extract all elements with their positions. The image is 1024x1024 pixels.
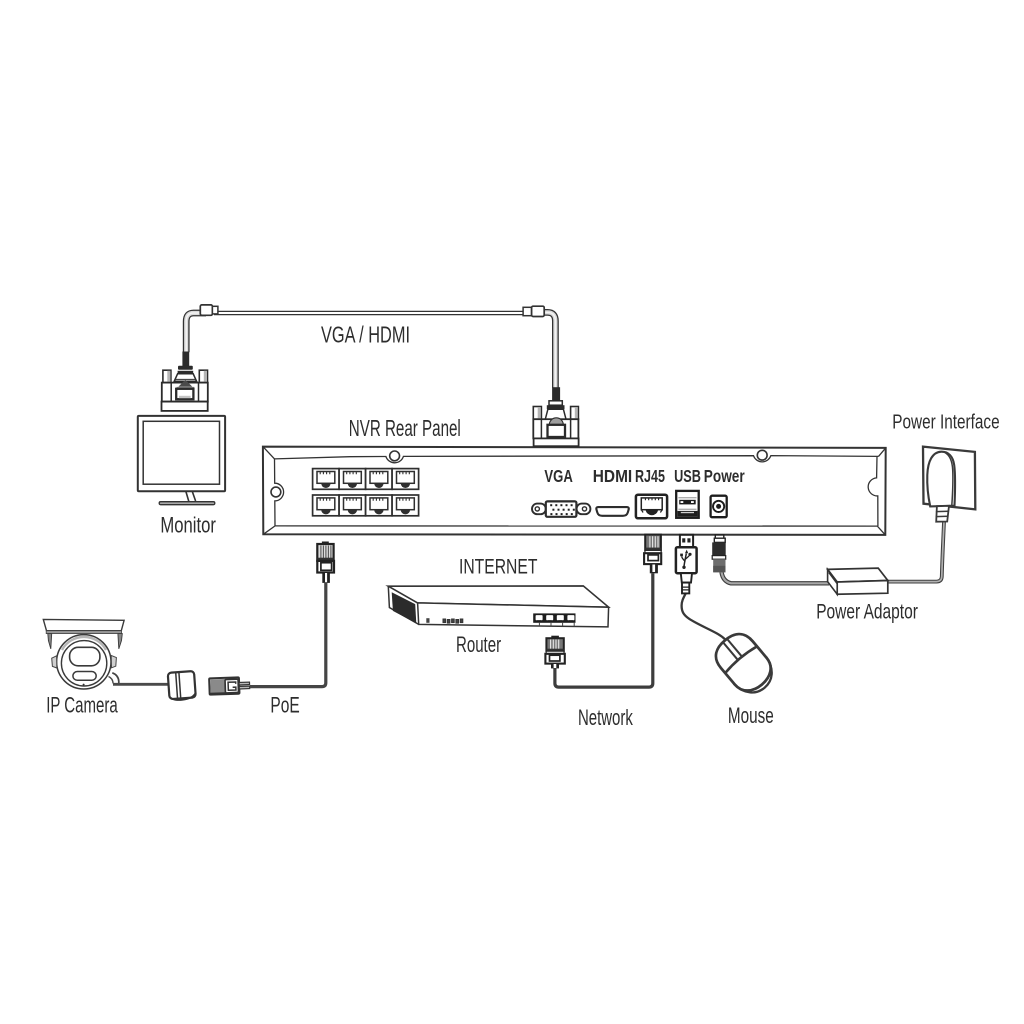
- svg-text:Monitor: Monitor: [160, 513, 216, 538]
- svg-text:VGA / HDMI: VGA / HDMI: [321, 322, 410, 348]
- svg-text:IP Camera: IP Camera: [46, 692, 118, 717]
- svg-text:NVR Rear Panel: NVR Rear Panel: [349, 415, 461, 441]
- svg-text:Mouse: Mouse: [728, 703, 774, 728]
- svg-text:Power: Power: [704, 466, 745, 486]
- svg-text:PoE: PoE: [270, 692, 299, 717]
- svg-text:Network: Network: [578, 705, 633, 730]
- svg-text:Power Interface: Power Interface: [892, 410, 999, 433]
- svg-text:RJ45: RJ45: [635, 466, 665, 486]
- svg-text:Power Adaptor: Power Adaptor: [816, 600, 918, 623]
- svg-text:USB: USB: [674, 466, 701, 486]
- svg-text:HDMI: HDMI: [593, 466, 632, 486]
- svg-text:VGA: VGA: [544, 466, 573, 486]
- svg-text:Router: Router: [456, 632, 501, 657]
- svg-text:INTERNET: INTERNET: [459, 555, 537, 579]
